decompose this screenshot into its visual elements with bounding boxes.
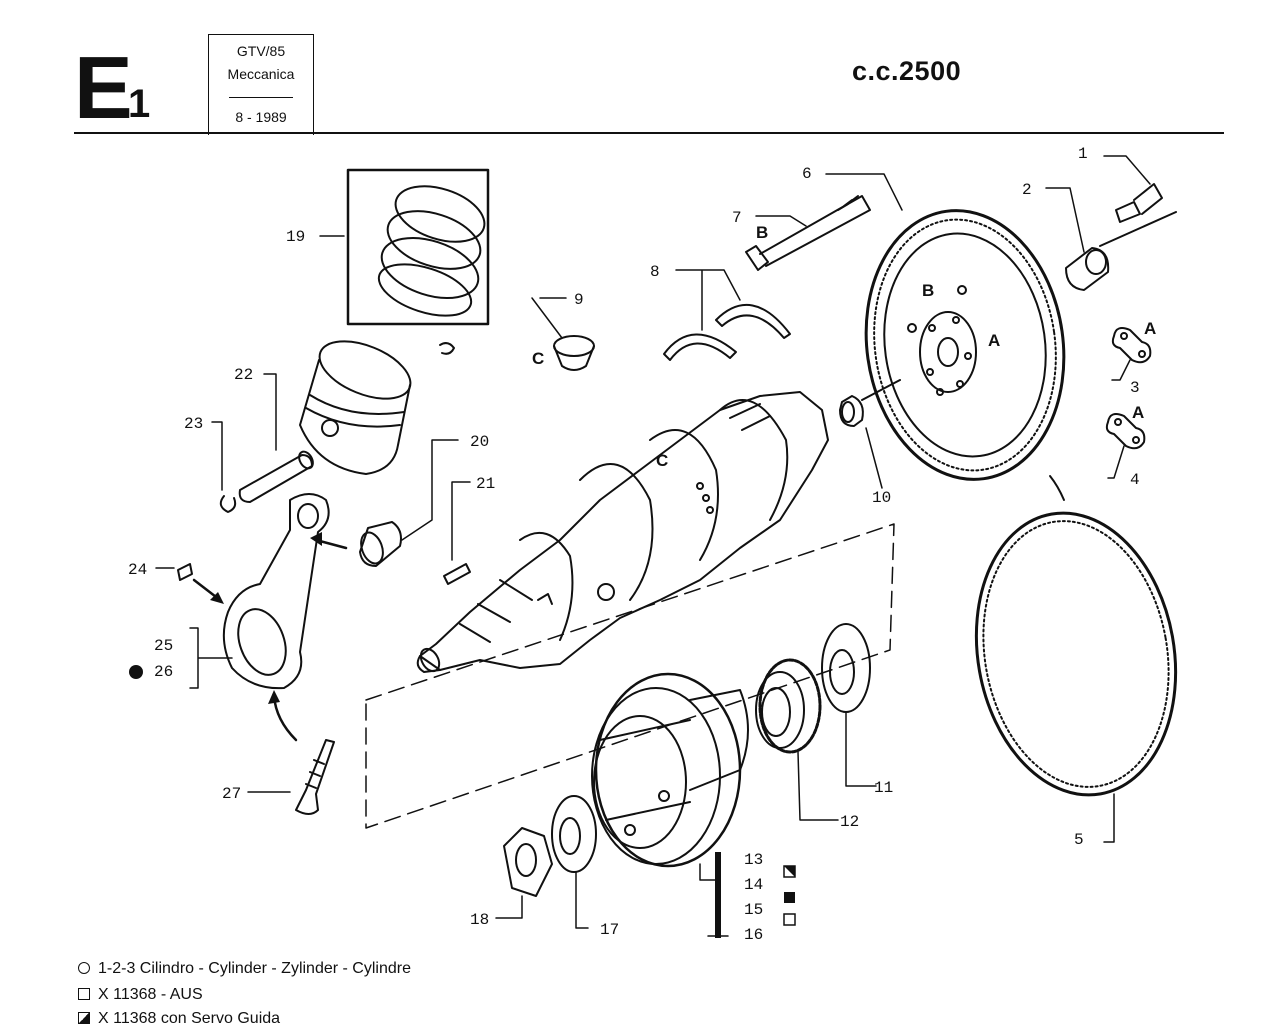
crankshaft-pulley-drawing: [591, 672, 749, 868]
callout-15: 15: [744, 901, 763, 919]
connecting-rod-drawing: [177, 493, 335, 815]
callout-22: 22: [234, 366, 253, 384]
callout-7: 7: [732, 209, 742, 227]
pointer-arrows: [192, 538, 348, 742]
marker-a-flywheel: A: [988, 331, 1000, 350]
callout-14: 14: [744, 876, 763, 894]
piston-drawing: [299, 340, 455, 475]
marker-c-crankshaft: C: [656, 451, 668, 470]
legend-text: X 11368 con Servo Guida: [98, 1010, 281, 1027]
legend-row-aus: X 11368 - AUS: [78, 986, 203, 1004]
callout-5: 5: [1074, 831, 1084, 849]
circle-marker-icon: [78, 962, 90, 974]
bush-drawing: [553, 335, 595, 371]
callout-20: 20: [470, 433, 489, 451]
callout-17: 17: [600, 921, 619, 939]
square-half-icon: [78, 1012, 90, 1024]
symbol-outlines: [783, 865, 796, 926]
washer-drawing: [821, 623, 871, 713]
marker-b-bolt: B: [756, 223, 768, 242]
callout-8: 8: [650, 263, 660, 281]
date-label: 8 - 1989: [235, 109, 287, 125]
callout-13: 13: [744, 851, 763, 869]
callout-16: 16: [744, 926, 763, 944]
legend-row-cylinder: 1-2-3 Cilindro - Cylinder - Zylinder - C…: [78, 960, 411, 978]
displacement-label: c.c.2500: [852, 56, 962, 86]
piston-pin-drawing: [219, 450, 314, 513]
callout-18: 18: [470, 911, 489, 929]
pulley-washer-drawing: [551, 795, 597, 873]
marker-c-bush: C: [532, 349, 544, 368]
legend-text: 1-2-3 Cilindro - Cylinder - Zylinder - C…: [98, 960, 411, 977]
category-label: Meccanica: [227, 66, 295, 82]
callout-9: 9: [574, 291, 584, 309]
callout-21: 21: [476, 475, 495, 493]
callout-6: 6: [802, 165, 812, 183]
ring-gear-drawing: [974, 475, 1178, 797]
callout-11: 11: [874, 779, 893, 797]
square-outline-icon: [78, 988, 90, 1000]
callout-25: 25: [154, 637, 173, 655]
assembly-frame: [365, 523, 895, 829]
legend-text: X 11368 - AUS: [98, 986, 203, 1003]
section-number: 1: [128, 82, 151, 126]
callout-4: 4: [1130, 471, 1140, 489]
callout-24: 24: [128, 561, 147, 579]
callout-1: 1: [1078, 145, 1088, 163]
callout-2: 2: [1022, 181, 1032, 199]
flywheel-bolt-drawing: [745, 195, 871, 271]
pulley-nut-drawing: [503, 827, 553, 897]
marker-a-plate-3: A: [1144, 319, 1156, 338]
thrust-washers-drawing: [663, 304, 791, 361]
model-label: GTV/85: [236, 43, 286, 59]
marker-a-plate-4: A: [1132, 403, 1144, 422]
box-divider: [229, 97, 293, 98]
marker-b-flywheel: B: [922, 281, 934, 300]
legend-row-servo: X 11368 con Servo Guida: [78, 1010, 280, 1028]
bushing-drawing: [359, 521, 471, 585]
callout-12: 12: [840, 813, 859, 831]
model-info-box: GTV/85 Meccanica 8 - 1989: [208, 34, 314, 135]
crankshaft-drawing: [416, 391, 829, 673]
header-rule: [74, 132, 1224, 134]
lock-plates-drawing: [1105, 327, 1152, 450]
callout-19: 19: [286, 228, 305, 246]
callout-3: 3: [1130, 379, 1140, 397]
flywheel-drawing: [861, 209, 1066, 481]
pilot-bearing-drawing: [839, 395, 864, 427]
callout-23: 23: [184, 415, 203, 433]
callout-10: 10: [872, 489, 891, 507]
section-letter: E: [74, 38, 133, 137]
timing-sprocket-drawing: [755, 658, 822, 754]
callout-26: 26: [154, 663, 173, 681]
spacer-and-bolt-drawing: [1065, 183, 1177, 291]
filled-marks: [129, 532, 795, 938]
callout-27: 27: [222, 785, 241, 803]
piston-rings-drawing: [346, 168, 490, 326]
